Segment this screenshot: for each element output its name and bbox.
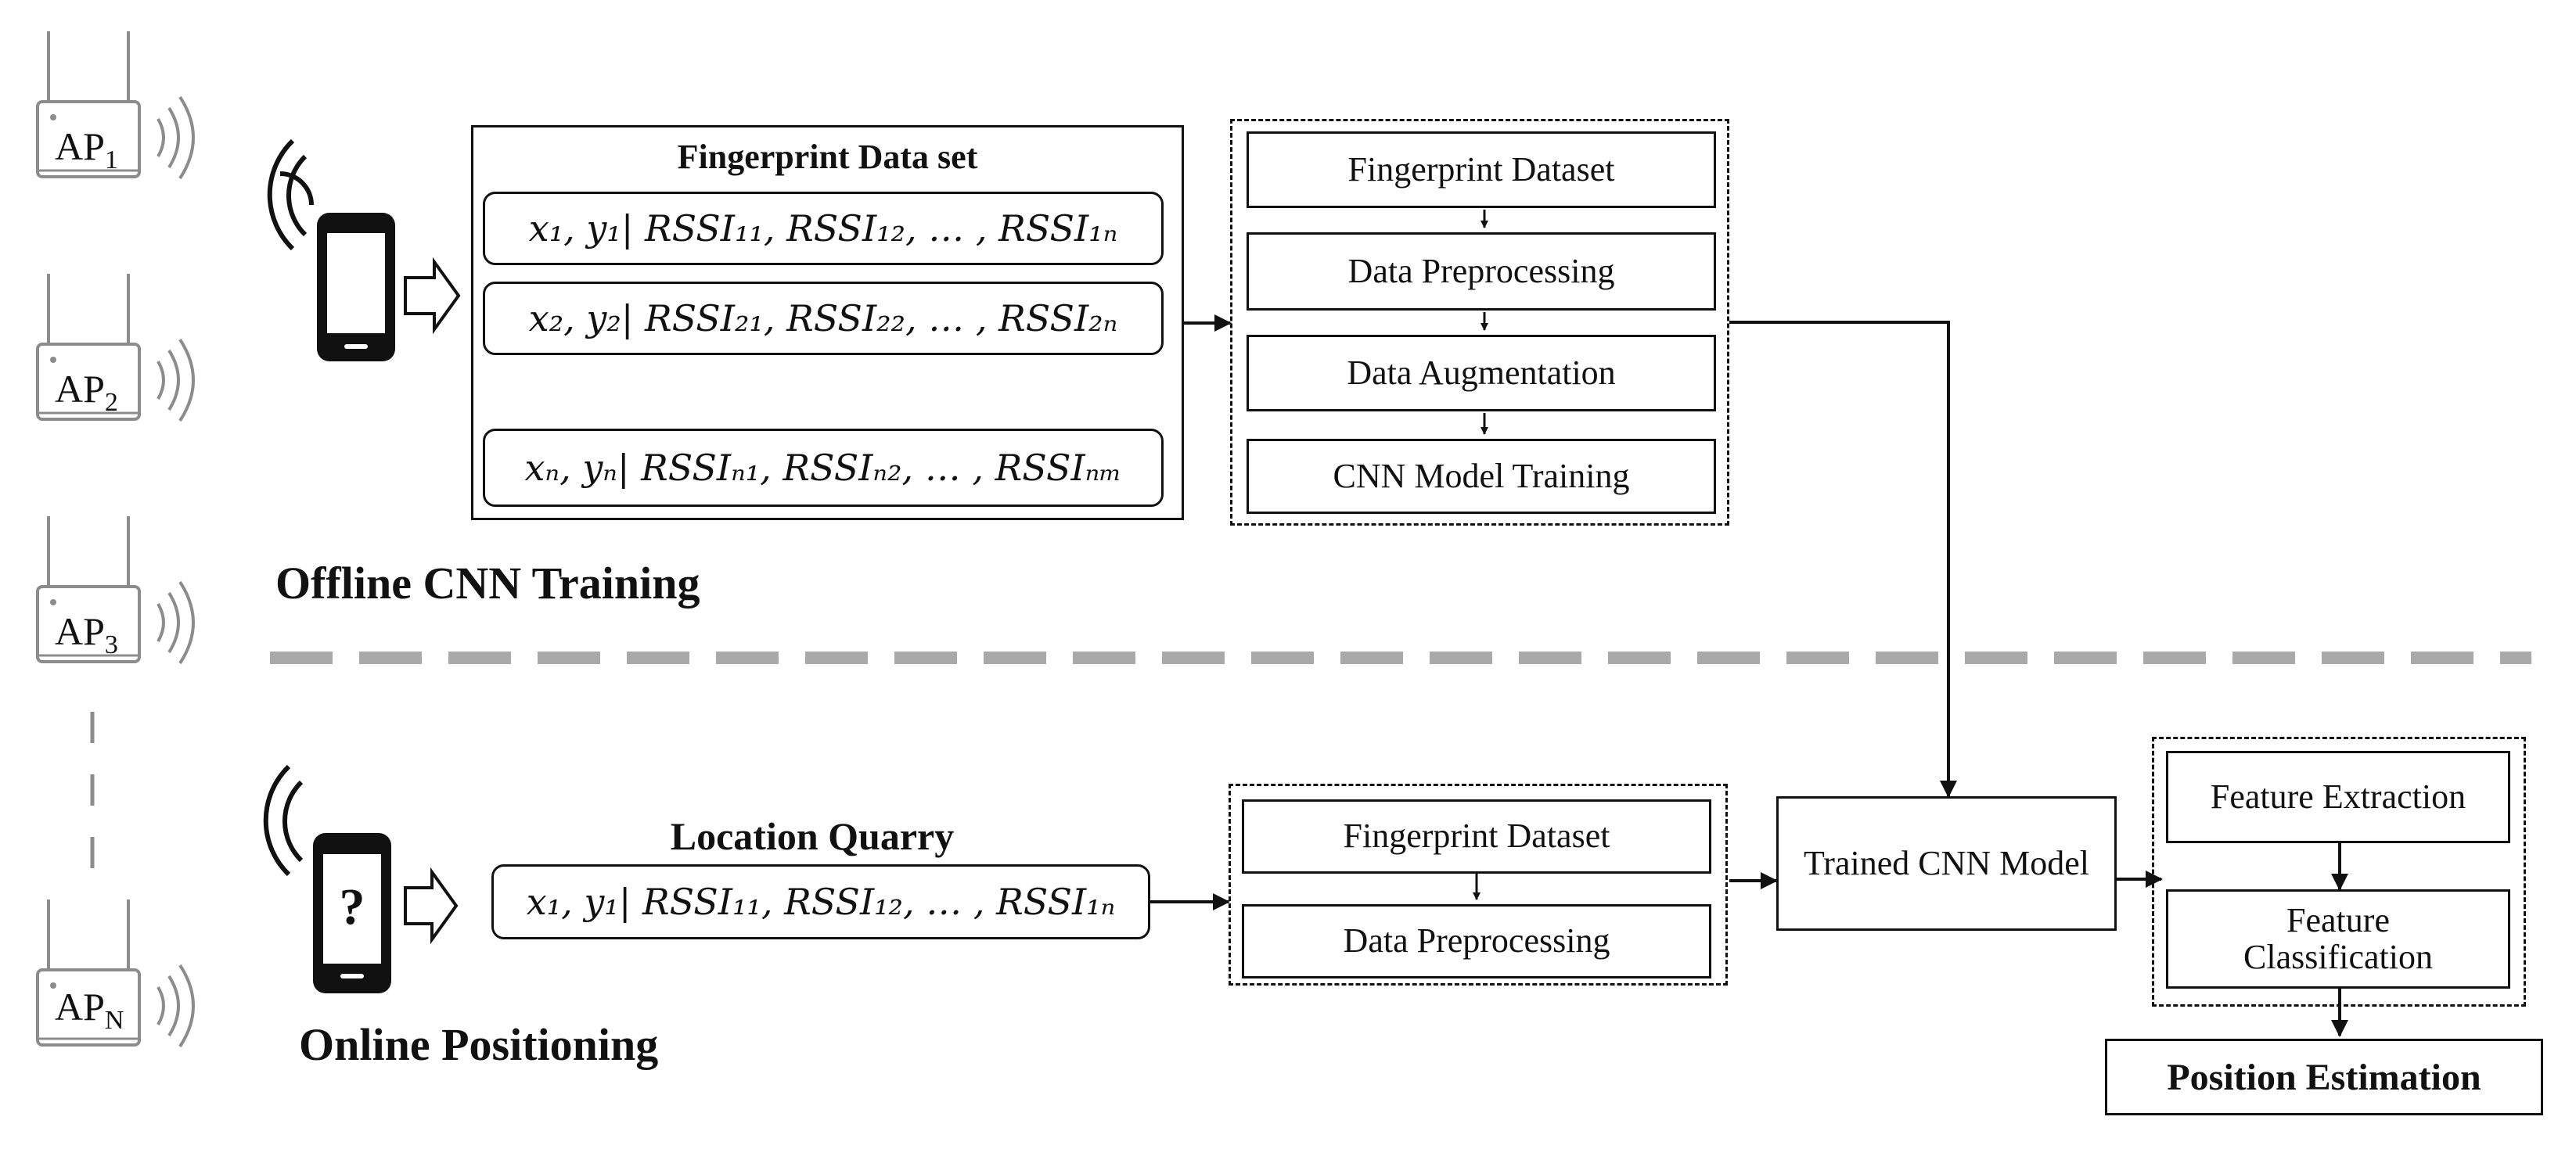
online-section-title: Online Positioning xyxy=(299,1019,659,1070)
ap-label-1: AP1 xyxy=(55,124,118,174)
position-estimation-box: Position Estimation xyxy=(2105,1039,2543,1115)
phone-icon-online xyxy=(263,764,391,993)
online-pipeline-group xyxy=(1229,784,1728,986)
step-data-augmentation: Data Augmentation xyxy=(1247,335,1716,411)
ap-label-3: AP3 xyxy=(55,609,118,659)
step-cnn-model-training: CNN Model Training xyxy=(1247,439,1716,514)
feature-classification-box: Feature Classification xyxy=(2166,889,2510,989)
online-step-data-preprocessing: Data Preprocessing xyxy=(1242,904,1711,978)
arrow-pipeline-to-model xyxy=(1729,321,1957,798)
dataset-row-2: x₂, y₂| RSSI₂₁, RSSI₂₂, … , RSSI₂ₙ xyxy=(483,282,1164,355)
phone-question-mark: ? xyxy=(339,878,365,935)
location-query-row: x₁, y₁| RSSI₁₁, RSSI₁₂, … , RSSI₁ₙ xyxy=(491,864,1150,939)
feature-group xyxy=(2152,737,2526,1007)
hollow-arrow-online xyxy=(404,867,459,945)
dataset-row-1: x₁, y₁| RSSI₁₁, RSSI₁₂, … , RSSI₁ₙ xyxy=(483,192,1164,265)
hollow-arrow-offline xyxy=(404,257,461,335)
step-fingerprint-dataset: Fingerprint Dataset xyxy=(1247,131,1716,208)
location-query-title: Location Quarry xyxy=(670,814,955,858)
step-data-preprocessing: Data Preprocessing xyxy=(1247,232,1716,311)
fingerprint-dataset-title: Fingerprint Data set xyxy=(677,138,978,176)
offline-pipeline-group xyxy=(1230,119,1729,526)
ap-label-2: AP2 xyxy=(55,367,118,417)
feature-extraction-box: Feature Extraction xyxy=(2166,751,2510,843)
online-step-fingerprint-dataset: Fingerprint Dataset xyxy=(1242,799,1711,874)
trained-cnn-model-box: Trained CNN Model xyxy=(1776,796,2117,931)
offline-section-title: Offline CNN Training xyxy=(275,558,700,609)
ap-label-n: APN xyxy=(55,985,124,1035)
phone-icon-offline xyxy=(267,138,395,361)
dataset-row-n: xₙ, yₙ| RSSIₙ₁, RSSIₙ₂, … , RSSIₙₘ xyxy=(483,429,1164,507)
